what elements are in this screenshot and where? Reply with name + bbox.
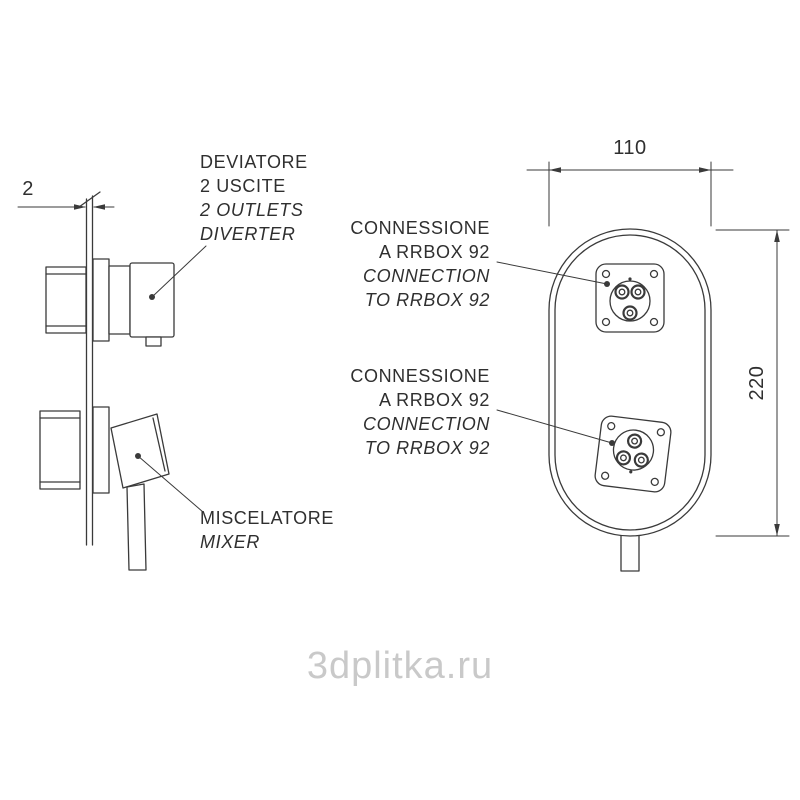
watermark-text: 3dplitka.ru <box>306 645 494 687</box>
connection-top-label: CONNESSIONE A RRBOX 92 CONNECTION TO RRB… <box>340 216 490 312</box>
connection-bottom-label-line4: TO RRBOX 92 <box>364 438 490 458</box>
mixer-label: MISCELATORE MIXER <box>200 506 334 554</box>
diverter-label-line1: DEVIATORE <box>200 152 308 172</box>
connection-top-label-line3: CONNECTION <box>363 266 490 286</box>
front-view-connection-bottom <box>594 415 672 493</box>
front-view-plate <box>548 228 712 572</box>
width-dimension-value: 110 <box>613 137 647 159</box>
connection-bottom-label: CONNESSIONE A RRBOX 92 CONNECTION TO RRB… <box>340 364 490 460</box>
diverter-label-line2: 2 USCITE <box>200 176 286 196</box>
diverter-label-line3: 2 OUTLETS <box>200 200 304 220</box>
connection-bottom-label-line3: CONNECTION <box>363 414 490 434</box>
side-view-mixer-body <box>39 406 170 571</box>
diverter-label-line4: DIVERTER <box>200 224 296 244</box>
leader-lines <box>135 245 615 513</box>
side-view-diverter-body <box>45 258 175 347</box>
connection-bottom-label-line1: CONNESSIONE <box>350 366 490 386</box>
plate-thickness-dimension-value: 2 <box>22 178 34 200</box>
connection-top-label-line1: CONNESSIONE <box>350 218 490 238</box>
diverter-label: DEVIATORE 2 USCITE 2 OUTLETS DIVERTER <box>200 150 308 246</box>
connection-bottom-label-line2: A RRBOX 92 <box>378 390 490 410</box>
dimension-width-110 <box>526 161 734 227</box>
connection-top-label-line2: A RRBOX 92 <box>378 242 490 262</box>
dimension-height-220 <box>715 229 790 537</box>
connection-top-label-line4: TO RRBOX 92 <box>364 290 490 310</box>
dimension-plate-thickness <box>17 204 115 210</box>
front-view-connection-top <box>595 263 665 333</box>
height-dimension-value: 220 <box>746 365 768 401</box>
mixer-label-line1: MISCELATORE <box>200 508 334 528</box>
mixer-label-line2: MIXER <box>200 532 261 552</box>
